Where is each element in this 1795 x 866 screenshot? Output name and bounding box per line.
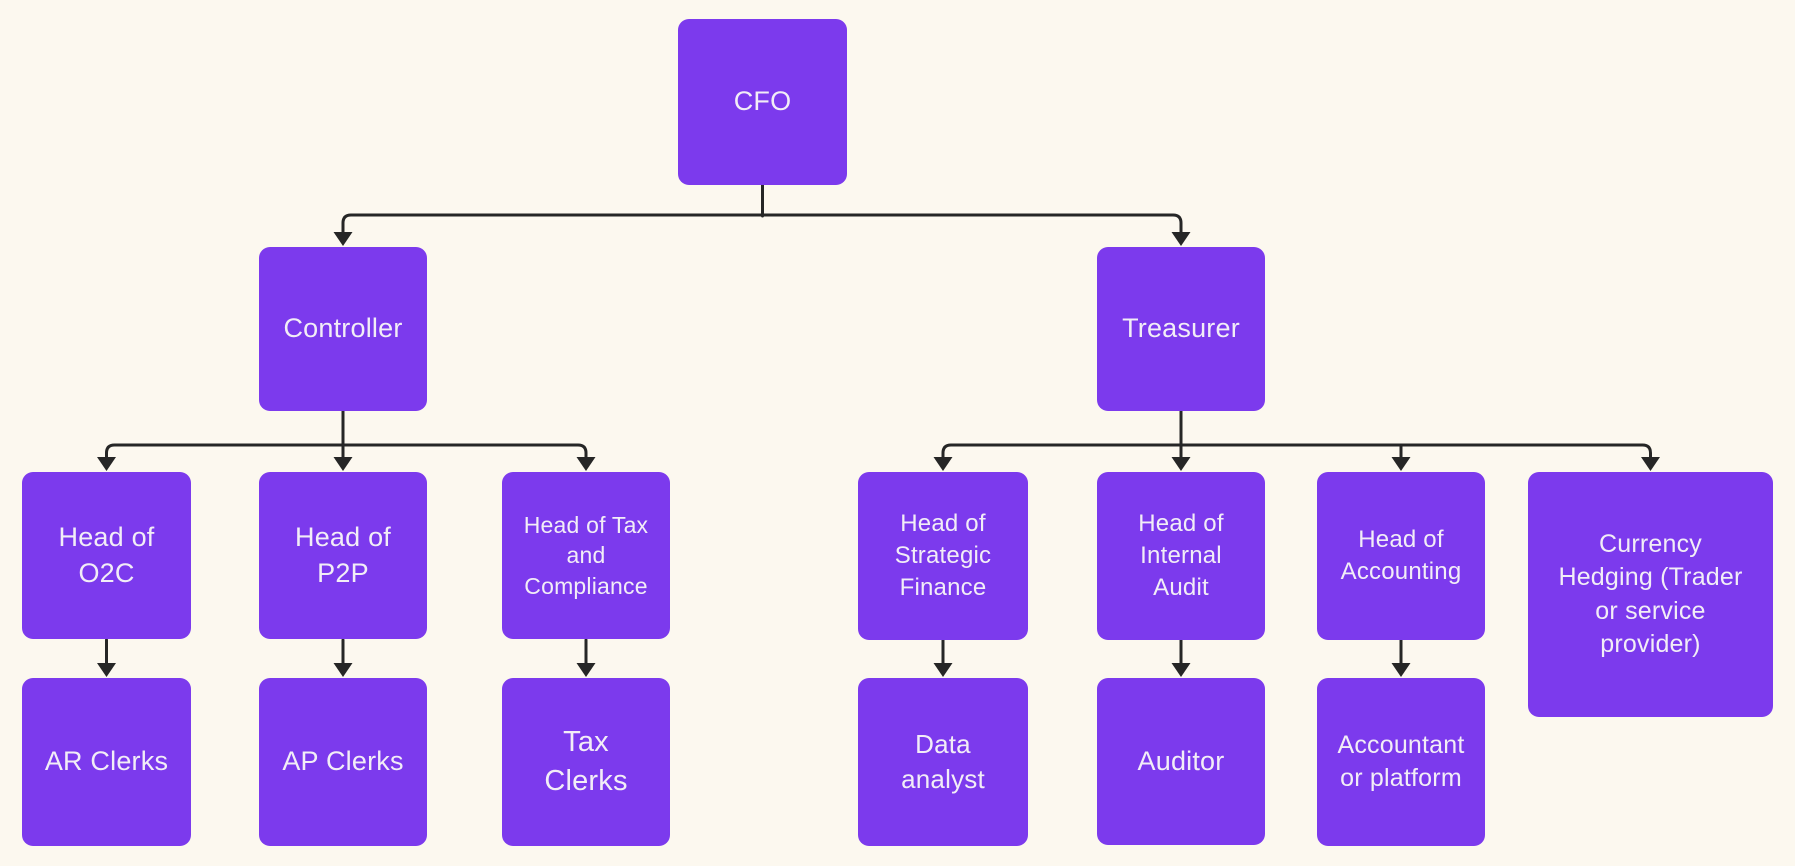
org-node-head-of-accounting[interactable]: Head of Accounting [1317,472,1485,640]
org-node-label: Data analyst [901,729,985,794]
org-node-head-of-internal-audit[interactable]: Head of Internal Audit [1097,472,1265,640]
org-node-label: Controller [283,313,403,344]
org-node-ar-clerks[interactable]: AR Clerks [22,678,191,846]
arrowhead [1171,457,1191,471]
arrowhead [576,663,596,677]
arrowhead [1171,232,1191,246]
org-node-label: Head of Accounting [1340,526,1462,585]
arrowhead [333,232,353,246]
org-node-cfo[interactable]: CFO [678,19,847,185]
arrowhead [1641,457,1660,471]
org-node-label: AP Clerks [282,746,404,777]
arrowhead [97,663,116,677]
connector-cfo-children [333,183,1191,246]
connector-leaf-verticals [97,638,1411,677]
org-node-label: AR Clerks [44,746,169,777]
org-node-label: CFO [733,86,792,117]
org-node-label: Currency Hedging (Trader or service prov… [1558,530,1743,658]
arrowhead [576,457,596,471]
org-node-controller[interactable]: Controller [259,247,427,411]
org-node-label: Accountant or platform [1337,730,1465,792]
org-node-head-of-strategic-finance[interactable]: Head of Strategic Finance [858,472,1028,640]
arrowhead [333,457,353,471]
arrowhead [1171,663,1191,677]
arrowhead [333,663,353,677]
org-node-label: Head of O2C [58,521,155,588]
org-node-label: Treasurer [1122,313,1240,344]
arrowhead [1391,663,1411,677]
org-node-treasurer[interactable]: Treasurer [1097,247,1265,411]
org-node-head-of-p2p[interactable]: Head of P2P [259,472,427,639]
org-node-label: Head of Internal Audit [1138,510,1224,601]
org-node-label: Tax Clerks [544,726,628,797]
org-node-label: Head of Tax and Compliance [523,511,649,599]
connector-treasurer-children [933,409,1660,471]
arrowhead [97,457,116,471]
org-node-label: Head of P2P [295,521,391,588]
arrowhead [933,457,953,471]
connector-controller-children [97,409,596,471]
org-node-label: Auditor [1137,745,1225,776]
org-node-head-of-tax-and-compliance[interactable]: Head of Tax and Compliance [502,472,670,639]
arrowhead [1391,457,1411,471]
org-node-auditor[interactable]: Auditor [1097,678,1265,845]
org-node-accountant-or-platform[interactable]: Accountant or platform [1317,678,1485,846]
org-node-tax-clerks[interactable]: Tax Clerks [502,678,670,846]
org-node-label: Head of Strategic Finance [894,510,992,601]
arrowhead [933,663,953,677]
org-node-currency-hedging[interactable]: Currency Hedging (Trader or service prov… [1528,472,1773,717]
org-node-data-analyst[interactable]: Data analyst [858,678,1028,846]
org-node-head-of-o2c[interactable]: Head of O2C [22,472,191,639]
org-node-ap-clerks[interactable]: AP Clerks [259,678,427,846]
